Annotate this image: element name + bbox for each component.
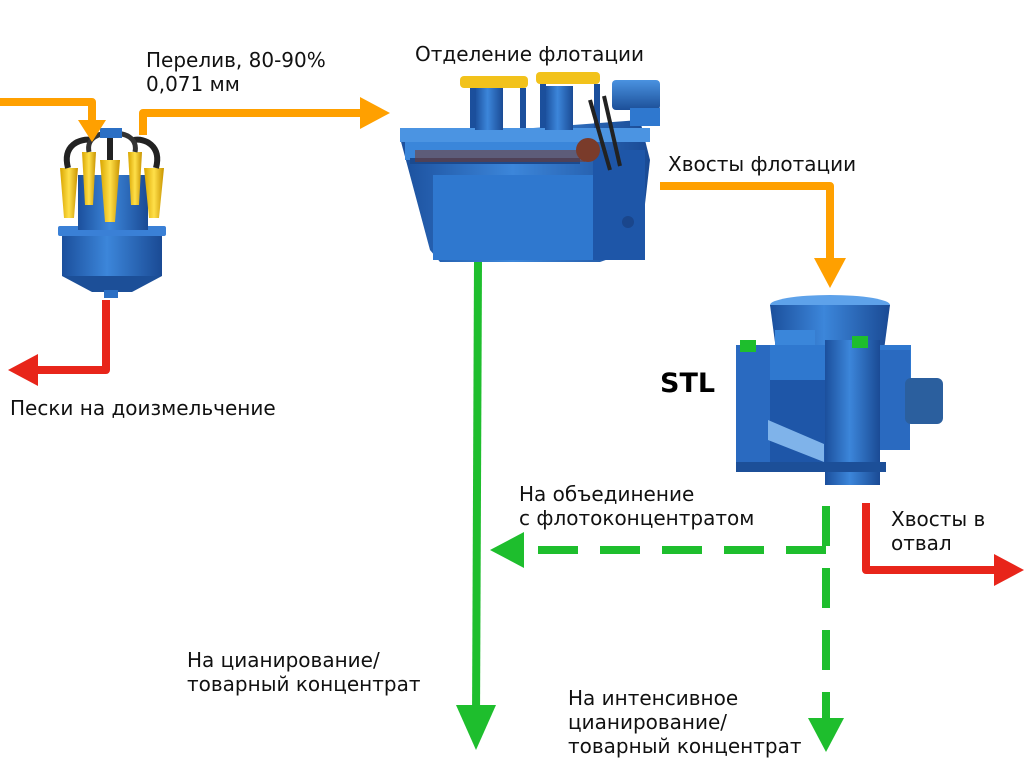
tails-dump-label-line1: Хвосты в: [891, 507, 986, 531]
intensive-label-line2: цианирование/: [568, 710, 728, 734]
flotation-machine-icon: [400, 72, 660, 262]
intensive-cyanidation-label: На интенсивное цианирование/ товарный ко…: [568, 686, 802, 758]
flotation-tails-label: Хвосты флотации: [668, 152, 857, 176]
cyanidation-label-line2: товарный концентрат: [187, 672, 421, 696]
overflow-label-line1: Перелив, 80-90%: [146, 48, 326, 72]
overflow-label-line2: 0,071 мм: [146, 72, 240, 96]
overflow-label: Перелив, 80-90% 0,071 мм: [146, 48, 326, 96]
merge-label-line1: На объединение: [519, 482, 695, 506]
sands-regrind-label: Пески на доизмельчение: [10, 396, 276, 420]
flotation-section-label: Отделение флотации: [415, 42, 644, 66]
merge-label: На объединение с флотоконцентратом: [519, 482, 754, 530]
cyanidation-label-line1: На цианирование/: [187, 648, 380, 672]
intensive-label-line3: товарный концентрат: [568, 734, 802, 758]
orange-flow-arrows: [0, 97, 846, 288]
stl-concentrator-icon: [736, 295, 943, 485]
stl-label: STL: [660, 368, 716, 399]
red-flow-arrows: [8, 300, 1024, 586]
intensive-label-line1: На интенсивное: [568, 686, 739, 710]
cyanidation-label: На цианирование/ товарный концентрат: [187, 648, 421, 696]
tails-dump-label-line2: отвал: [891, 531, 952, 555]
hydrocyclone-icon: [58, 128, 166, 298]
green-flow-arrows: [456, 261, 844, 752]
merge-label-line2: с флотоконцентратом: [519, 506, 755, 530]
tails-dump-label: Хвосты в отвал: [891, 507, 985, 555]
